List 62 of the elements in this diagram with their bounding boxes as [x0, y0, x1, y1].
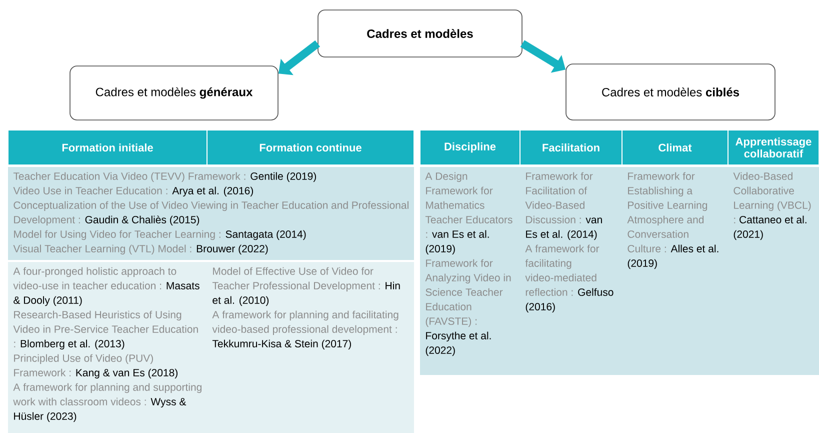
label: & Dooly (2011): [14, 296, 82, 306]
label: :: [426, 232, 428, 238]
label: Research-Based Heuristics of Using: [14, 310, 182, 320]
label: A Design: [425, 172, 468, 182]
label: Teacher Education Via Video (TEVV) Framework :: [13, 172, 246, 182]
label: video-mediated: [525, 274, 596, 282]
label: Hin: [386, 282, 400, 290]
label: Es et al. (2014): [526, 230, 597, 240]
label: Development :: [14, 216, 80, 226]
rounded-box: Cadres et modèles généraux: [70, 66, 278, 120]
header-cell: Formation initiale: [8, 130, 208, 166]
table-cell: Model of Effective Use of Video for Teacher Professional Development : Hin et al. (2010) A framework for planning and facilitating video-based professional development : Tekkumru-Kisa & Stein (2017): [207, 262, 414, 433]
header-cell: Apprentissage collaboratif: [728, 130, 819, 166]
table-cell: A four-pronged holistic approach to video-use in teacher education : Masats & Dooly (2011) Research-Based Heuristics of Using Video in Pre-Service Teacher Education : Blomberg et al. (2013) Principled Use of Video (PUV) Framework : Kang & van Es (2018) A framework for planning and supporting work with classroom videos : Wyss & Hüsler (2023): [8, 262, 207, 433]
label: Gentile (2019): [250, 172, 316, 182]
label: :: [14, 342, 16, 348]
header-cell: Discipline: [420, 130, 520, 166]
label: Gaudin & Chaliès (2015): [85, 216, 200, 226]
label: A framework for planning and facilitating video-based professional development :: [212, 310, 398, 335]
rounded-box: Cadres et modèles ciblés: [566, 64, 776, 120]
label: Framework for: [426, 186, 493, 194]
label: Wyss &: [150, 398, 186, 408]
table-cell: Video-Based Collaborative Learning (VBCL) : Cattaneo et al. (2021): [728, 167, 819, 375]
table-cell: Framework for Establishing a Positive Learning Atmosphere and Conversation Culture : Alles et al. (2019): [622, 167, 728, 375]
label: Mathematics: [426, 201, 484, 209]
label: Visual Teacher Learning (VTL) Model :: [13, 244, 192, 254]
label: Model for Using Video for Teacher Learning :: [14, 230, 220, 240]
table-cell: A Design Framework for Mathematics Teacher Educators : van Es et al. (2019) Framework for Analyzing Video in Science Teacher Education (FAVSTE) : Forsythe et al. (2022): [420, 167, 520, 375]
label: (2016): [526, 302, 555, 312]
table-cell: Teacher Education Via Video (TEVV) Framework : Gentile (2019) Video Use in Teacher Education : Arya et al. (2016) Conceptualization of the Use of Video Viewing in Teacher Education and Professional Development : Gaudin & Chaliès (2015) Model for Using Video for Teacher Learning : Santagata (2014) Visual Teacher Learning (VTL) Model : Brouwer (2022): [8, 167, 414, 260]
label: Framework :: [14, 368, 71, 376]
label: reflection :: [526, 288, 573, 296]
header-cell: Facilitation: [520, 130, 622, 166]
label: Tekkumru-Kisa & Stein (2017): [212, 340, 351, 350]
label: van Es et al.: [432, 230, 489, 238]
label: Forsythe et al. (2022): [426, 332, 491, 356]
label: Model of Effective Use of Video for Teacher Professional Development :: [212, 267, 380, 292]
table-cell: Framework for Facilitation of Video-Based Discussion : van Es et al. (2014) A framework for facilitating video-mediated reflection : Gelfuso (2016): [520, 167, 622, 375]
label: Masats: [166, 282, 200, 290]
header-cell: Formation continue: [206, 130, 414, 166]
label: Arya et al. (2016): [172, 186, 254, 196]
label: Conceptualization of the Use of Video Viewing in Teacher Education and Professional: [14, 201, 408, 211]
label: Framework for Analyzing Video in Science Teacher Education (FAVSTE) :: [425, 259, 511, 327]
label: A framework for: [525, 244, 600, 252]
label: Kang & van Es (2018): [76, 368, 178, 378]
label: Video in Pre-Service Teacher Education: [13, 325, 198, 333]
label: Video Use in Teacher Education :: [13, 186, 168, 194]
label: work with classroom videos :: [13, 398, 146, 406]
label: facilitating: [525, 259, 572, 269]
label: van: [586, 218, 602, 224]
label: Hüsler (2023): [14, 412, 76, 422]
rounded-box: Cadres et modèles: [318, 10, 522, 58]
label: Blomberg et al. (2013): [20, 340, 124, 350]
label: Gelfuso: [578, 288, 614, 296]
header-cell: Climat: [622, 130, 728, 166]
label: Teacher Educators: [425, 216, 512, 224]
label: et al. (2010): [212, 296, 269, 306]
label: (2019): [426, 244, 455, 254]
label: Principled Use of Video (PUV): [14, 354, 153, 364]
label: A framework for planning and supporting: [13, 383, 202, 393]
label: Santagata (2014): [226, 230, 306, 240]
label: Brouwer (2022): [196, 244, 268, 254]
